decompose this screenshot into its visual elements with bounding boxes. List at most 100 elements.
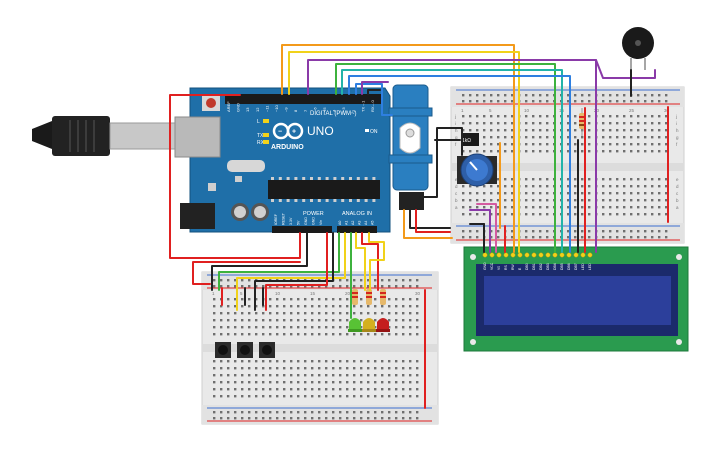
breadboard-hole[interactable] [227, 374, 230, 377]
breadboard-hole[interactable] [525, 115, 528, 118]
breadboard-hole[interactable] [311, 395, 314, 398]
breadboard-hole[interactable] [290, 395, 293, 398]
breadboard-hole[interactable] [241, 411, 244, 414]
breadboard-hole[interactable] [581, 230, 584, 233]
breadboard-hole[interactable] [630, 230, 633, 233]
breadboard-hole[interactable] [588, 230, 591, 233]
breadboard-hole[interactable] [532, 150, 535, 153]
breadboard-hole[interactable] [297, 411, 300, 414]
breadboard-hole[interactable] [644, 199, 647, 202]
breadboard-hole[interactable] [651, 122, 654, 125]
breadboard-hole[interactable] [623, 178, 626, 181]
breadboard-hole[interactable] [339, 319, 342, 322]
breadboard-hole[interactable] [381, 312, 384, 315]
breadboard-hole[interactable] [623, 236, 626, 239]
breadboard-hole[interactable] [339, 285, 342, 288]
breadboard-hole[interactable] [227, 279, 230, 282]
breadboard-hole[interactable] [609, 129, 612, 132]
breadboard-hole[interactable] [234, 285, 237, 288]
breadboard-hole[interactable] [462, 230, 465, 233]
breadboard-hole[interactable] [546, 100, 549, 103]
breadboard-hole[interactable] [546, 192, 549, 195]
breadboard-hole[interactable] [311, 360, 314, 363]
breadboard-hole[interactable] [651, 199, 654, 202]
breadboard-hole[interactable] [504, 199, 507, 202]
breadboard-hole[interactable] [567, 206, 570, 209]
breadboard-hole[interactable] [269, 326, 272, 329]
breadboard-hole[interactable] [609, 136, 612, 139]
breadboard-hole[interactable] [511, 100, 514, 103]
breadboard-hole[interactable] [255, 319, 258, 322]
breadboard-hole[interactable] [318, 360, 321, 363]
breadboard-hole[interactable] [353, 360, 356, 363]
breadboard-hole[interactable] [374, 367, 377, 370]
breadboard-hole[interactable] [602, 94, 605, 97]
breadboard-hole[interactable] [644, 94, 647, 97]
breadboard-hole[interactable] [630, 192, 633, 195]
breadboard-hole[interactable] [388, 305, 391, 308]
breadboard-hole[interactable] [213, 285, 216, 288]
breadboard-hole[interactable] [462, 122, 465, 125]
breadboard-hole[interactable] [297, 326, 300, 329]
breadboard-hole[interactable] [339, 374, 342, 377]
breadboard-hole[interactable] [381, 279, 384, 282]
breadboard-hole[interactable] [367, 360, 370, 363]
breadboard-hole[interactable] [616, 136, 619, 139]
breadboard-hole[interactable] [602, 100, 605, 103]
breadboard-hole[interactable] [248, 298, 251, 301]
breadboard-hole[interactable] [318, 298, 321, 301]
breadboard-hole[interactable] [616, 213, 619, 216]
breadboard-hole[interactable] [532, 206, 535, 209]
breadboard-hole[interactable] [304, 411, 307, 414]
breadboard-hole[interactable] [476, 206, 479, 209]
breadboard-hole[interactable] [609, 122, 612, 125]
breadboard-hole[interactable] [395, 285, 398, 288]
breadboard-hole[interactable] [409, 374, 412, 377]
breadboard-hole[interactable] [630, 185, 633, 188]
breadboard-hole[interactable] [269, 333, 272, 336]
breadboard-hole[interactable] [511, 143, 514, 146]
breadboard-hole[interactable] [637, 136, 640, 139]
breadboard-hole[interactable] [241, 395, 244, 398]
breadboard-hole[interactable] [630, 100, 633, 103]
breadboard-hole[interactable] [360, 279, 363, 282]
breadboard-hole[interactable] [367, 374, 370, 377]
breadboard-hole[interactable] [255, 388, 258, 391]
breadboard-hole[interactable] [637, 150, 640, 153]
breadboard-hole[interactable] [504, 185, 507, 188]
breadboard-hole[interactable] [318, 312, 321, 315]
breadboard-hole[interactable] [304, 388, 307, 391]
breadboard-hole[interactable] [644, 230, 647, 233]
breadboard-hole[interactable] [276, 298, 279, 301]
breadboard-hole[interactable] [581, 178, 584, 181]
breadboard-hole[interactable] [381, 333, 384, 336]
breadboard-hole[interactable] [609, 150, 612, 153]
breadboard-hole[interactable] [588, 192, 591, 195]
breadboard-hole[interactable] [658, 213, 661, 216]
breadboard-hole[interactable] [665, 129, 668, 132]
breadboard-hole[interactable] [234, 381, 237, 384]
breadboard-hole[interactable] [213, 381, 216, 384]
push-button-3[interactable] [259, 342, 275, 358]
breadboard-hole[interactable] [339, 417, 342, 420]
lcd-pin[interactable] [482, 252, 488, 258]
breadboard-hole[interactable] [483, 192, 486, 195]
breadboard-hole[interactable] [511, 150, 514, 153]
breadboard-hole[interactable] [581, 236, 584, 239]
breadboard-hole[interactable] [644, 129, 647, 132]
breadboard-hole[interactable] [332, 285, 335, 288]
breadboard-hole[interactable] [609, 206, 612, 209]
breadboard-hole[interactable] [248, 411, 251, 414]
breadboard-hole[interactable] [290, 333, 293, 336]
breadboard-hole[interactable] [290, 305, 293, 308]
breadboard-hole[interactable] [637, 192, 640, 195]
breadboard-hole[interactable] [290, 312, 293, 315]
breadboard-hole[interactable] [623, 129, 626, 132]
breadboard-hole[interactable] [416, 374, 419, 377]
breadboard-hole[interactable] [462, 150, 465, 153]
breadboard-hole[interactable] [360, 312, 363, 315]
breadboard-hole[interactable] [374, 319, 377, 322]
breadboard-hole[interactable] [276, 333, 279, 336]
breadboard-hole[interactable] [616, 94, 619, 97]
breadboard-hole[interactable] [539, 143, 542, 146]
